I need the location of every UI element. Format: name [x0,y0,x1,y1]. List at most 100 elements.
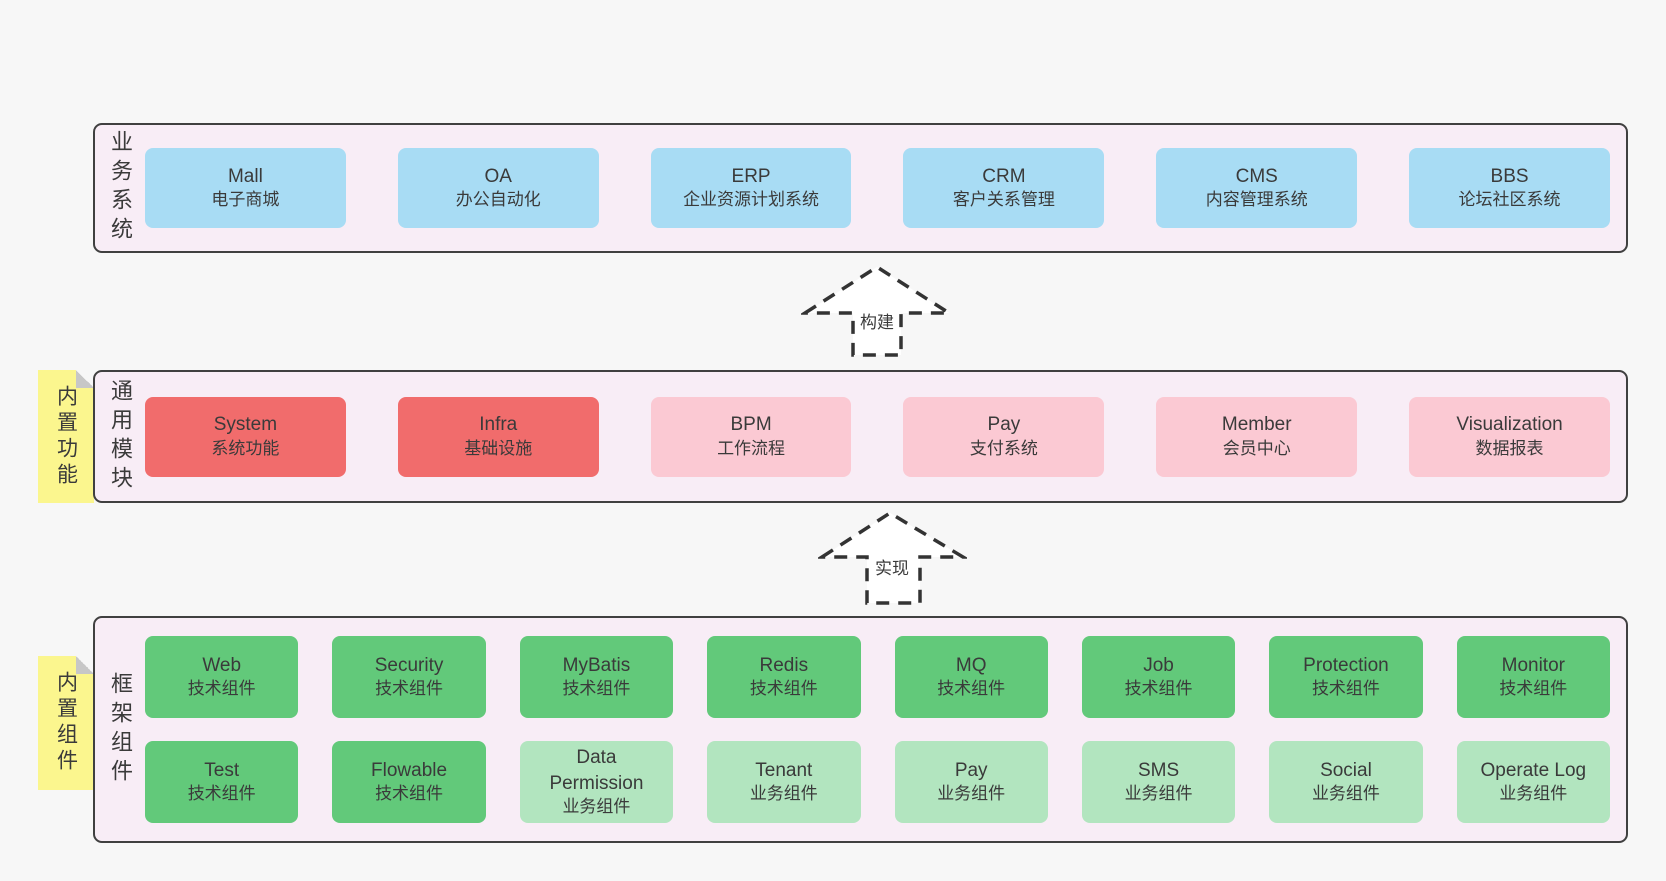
box-title: Pay [987,414,1021,436]
box-mybatis: MyBatis 技术组件 [519,636,674,718]
box-title: Data Permission [549,746,644,794]
tier-label-col: 通用模块 [95,372,145,501]
box-title: BBS [1490,165,1529,187]
box-subtitle: 业务组件 [1499,784,1568,804]
box-subtitle: 企业资源计划系统 [683,190,820,210]
box-bbs: BBS 论坛社区系统 [1409,148,1610,228]
box-title: Protection [1303,654,1389,676]
sticky-note-built-in-components: 内置组件 [38,656,94,790]
box-subtitle: 技术组件 [187,679,256,699]
box-subtitle: 会员中心 [1222,438,1291,458]
box-title: Mall [227,165,263,187]
box-web: Web 技术组件 [145,636,299,718]
box-title: CRM [982,165,1026,187]
box-title: Monitor [1501,654,1565,676]
box-monitor: Monitor 技术组件 [1456,636,1610,718]
tier-business-systems-label: 业务系统 [108,130,133,246]
sticky-note-built-in-features: 内置功能 [38,370,94,503]
box-row: Mall 电子商城 OA 办公自动化 ERP 企业资源计划系统 CRM 客户关系管理 CMS 内容… [145,148,1610,228]
arrow-build-label: 构建 [857,312,897,335]
box-subtitle: 支付系统 [969,438,1038,458]
box-subtitle: 技术组件 [1124,679,1193,699]
tier-label-col: 框架组件 [95,618,145,841]
box-title: Redis [759,654,809,676]
box-subtitle: 技术组件 [562,679,631,699]
box-subtitle: 技术组件 [749,679,818,699]
box-cms: CMS 内容管理系统 [1156,148,1358,228]
box-title: MQ [955,654,987,676]
box-title: Web [202,654,242,676]
box-title: OA [484,165,512,187]
box-subtitle: 业务组件 [749,784,818,804]
box-title: Flowable [371,759,448,781]
box-subtitle: 电子商城 [211,190,280,210]
box-subtitle: 业务组件 [562,797,631,817]
box-subtitle: 办公自动化 [455,190,541,210]
box-title: Visualization [1456,414,1563,436]
box-title: Tenant [755,759,813,781]
box-title: Operate Log [1480,759,1587,781]
box-title: Pay [954,759,988,781]
box-title: Job [1143,654,1174,676]
box-title: Infra [479,414,518,436]
box-subtitle: 技术组件 [1311,679,1380,699]
box-subtitle: 业务组件 [1124,784,1193,804]
box-subtitle: 业务组件 [937,784,1006,804]
box-operate-log: Operate Log 业务组件 [1456,741,1610,823]
box-subtitle: 基础设施 [464,438,533,458]
tier-framework-components-label: 框架组件 [108,671,133,788]
box-subtitle: 技术组件 [187,784,256,804]
tier-label-col: 业务系统 [95,125,145,251]
box-title: BPM [730,414,772,436]
box-job: Job 技术组件 [1081,636,1236,718]
box-subtitle: 系统功能 [211,438,280,458]
box-title: System [213,414,278,436]
box-subtitle: 技术组件 [1499,679,1568,699]
box-title: SMS [1137,759,1180,781]
box-flowable: Flowable 技术组件 [332,741,486,823]
box-subtitle: 技术组件 [375,784,444,804]
box-mq: MQ 技术组件 [894,636,1048,718]
box-subtitle: 客户关系管理 [952,190,1055,210]
arrow-implement-label: 实现 [872,558,912,581]
box-title: MyBatis [562,654,631,676]
box-subtitle: 业务组件 [1311,784,1380,804]
box-title: Social [1320,759,1372,781]
box-redis: Redis 技术组件 [707,636,861,718]
box-pay: Pay 业务组件 [894,741,1048,823]
box-sms: SMS 业务组件 [1081,741,1236,823]
box-social: Social 业务组件 [1269,741,1423,823]
box-subtitle: 数据报表 [1475,438,1544,458]
sticky-note-built-in-features-label: 内置功能 [54,384,78,489]
box-erp: ERP 企业资源计划系统 [650,148,852,228]
sticky-note-built-in-components-label: 内置组件 [54,671,78,775]
box-mall: Mall 电子商城 [145,148,346,228]
sticky-fold-icon [76,370,94,388]
box-title: Test [204,759,240,781]
box-tenant: Tenant 业务组件 [707,741,861,823]
box-title: Member [1221,414,1292,436]
box-title: Security [374,654,444,676]
box-data-permission: Data Permission 业务组件 [519,741,674,823]
sticky-fold-icon [76,656,94,674]
box-subtitle: 工作流程 [717,438,786,458]
box-subtitle: 技术组件 [937,679,1006,699]
box-title: ERP [731,165,771,187]
box-subtitle: 论坛社区系统 [1458,190,1561,210]
box-subtitle: 内容管理系统 [1205,190,1308,210]
box-oa: OA 办公自动化 [397,148,599,228]
box-title: CMS [1235,165,1278,187]
